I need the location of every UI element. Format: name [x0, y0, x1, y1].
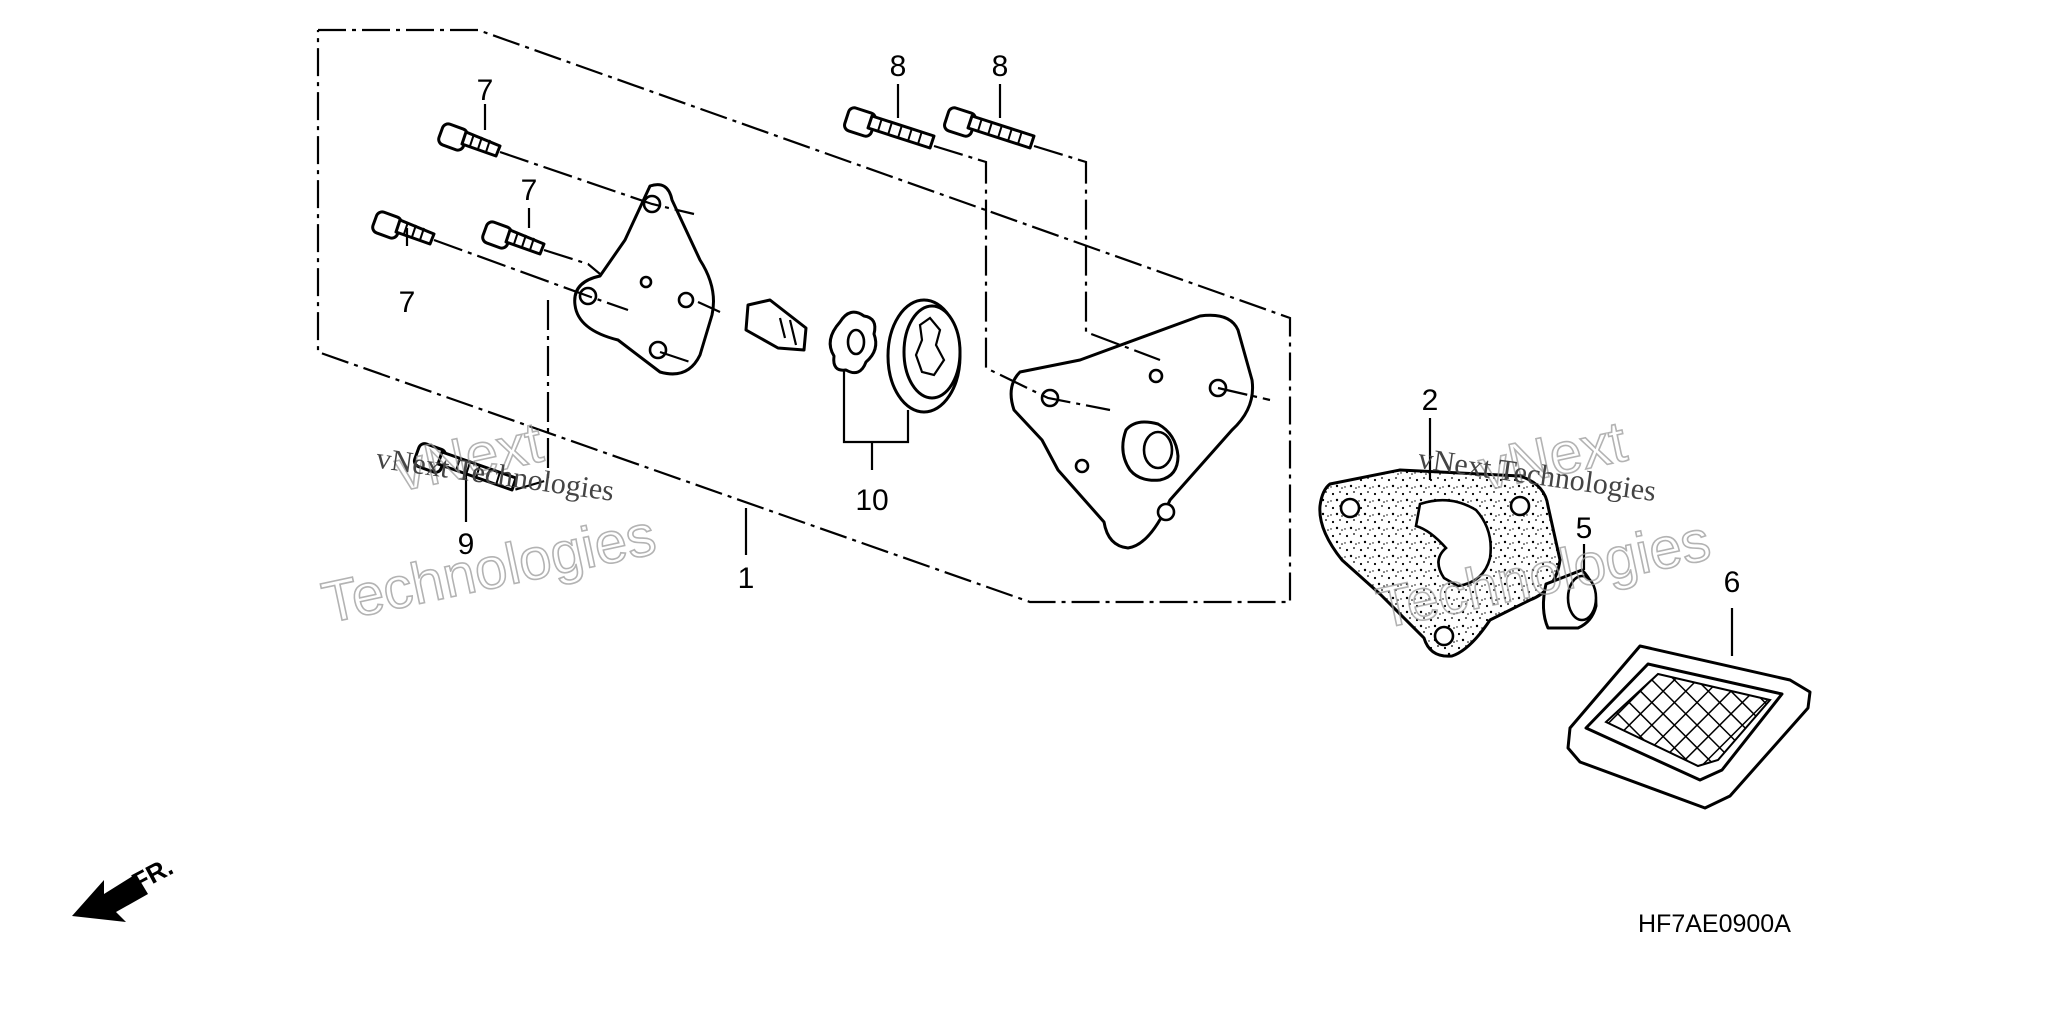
pump-shaft [744, 298, 808, 352]
callout-5: 5 [1576, 512, 1593, 545]
flange-bolt-7-left [371, 210, 436, 246]
callout-9: 9 [458, 528, 475, 561]
pump-cover-plate [573, 183, 715, 376]
assembly-axis-lines [433, 144, 1271, 492]
drawing-code: HF7AE0900A [1638, 910, 1791, 938]
callout-2: 2 [1422, 384, 1439, 417]
callout-7-a: 7 [477, 74, 494, 107]
pump-collar [1541, 568, 1598, 630]
assembly-outline [316, 28, 1292, 604]
front-direction-arrow: FR. [72, 851, 178, 922]
outer-rotor [886, 298, 962, 414]
leader-lines [405, 84, 1734, 656]
pump-gasket [1318, 468, 1562, 658]
callout-10: 10 [855, 484, 888, 517]
watermark-brand-line2: Technologies [317, 502, 662, 636]
callout-labels: 7 7 7 8 8 9 10 1 2 5 6 [399, 50, 1741, 599]
callout-8-a: 8 [890, 50, 907, 83]
inner-rotor [828, 310, 878, 375]
callout-1: 1 [738, 562, 755, 595]
callout-7-c: 7 [399, 286, 416, 319]
flange-bolt-8-right [943, 106, 1036, 150]
watermark-left: vNext Technologies vNext Technologies [316, 409, 662, 637]
flange-bolt-7-middle [481, 220, 546, 256]
flange-bolt-9 [412, 442, 518, 492]
callout-7-b: 7 [521, 174, 538, 207]
flange-bolt-7-top [437, 122, 502, 158]
oil-strainer-screen [1566, 644, 1812, 810]
pump-body [1009, 313, 1255, 550]
flange-bolt-8-left [843, 106, 936, 150]
callout-6: 6 [1724, 566, 1741, 599]
callout-8-b: 8 [992, 50, 1009, 83]
